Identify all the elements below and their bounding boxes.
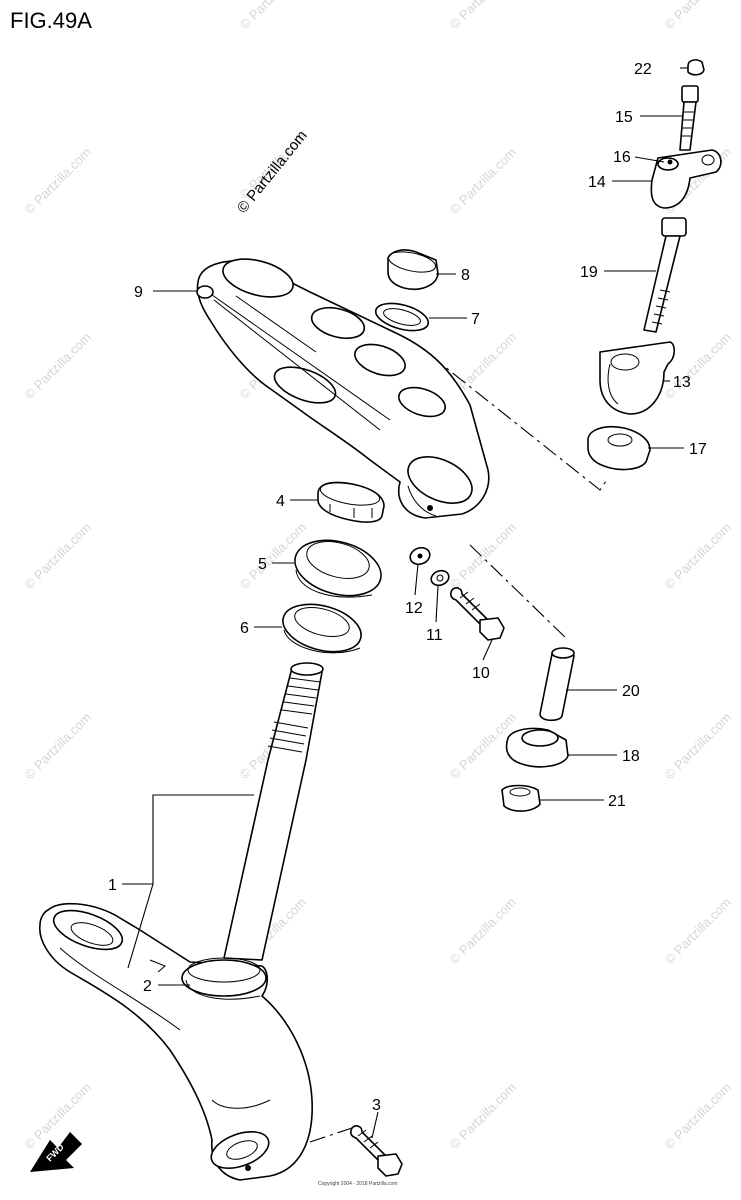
callout-3: 3: [372, 1097, 381, 1114]
spacer-part-20: [539, 647, 575, 722]
callout-16: 16: [613, 149, 631, 166]
callout-18: 18: [622, 748, 640, 765]
bolt-part-19: [643, 217, 687, 333]
callout-6: 6: [240, 620, 249, 637]
callout-7: 7: [471, 311, 480, 328]
handlebar-holder-part-14: [650, 149, 722, 209]
holder-part-13: [599, 341, 676, 415]
callout-1: 1: [108, 877, 117, 894]
watermark: © Partzilla.com: [237, 0, 310, 32]
watermark: © Partzilla.com: [662, 1080, 735, 1153]
callout-15: 15: [615, 109, 633, 126]
callout-20: 20: [622, 683, 640, 700]
watermark: © Partzilla.com: [447, 1080, 520, 1153]
watermark: © Partzilla.com: [22, 145, 95, 218]
bearing-part-6: [282, 603, 362, 654]
watermark: © Partzilla.com: [447, 0, 520, 32]
dust-seal-part-5: [294, 539, 382, 598]
bolt-part-3: [350, 1125, 403, 1177]
watermark: © Partzilla.com: [662, 710, 735, 783]
callout-11: 11: [426, 627, 443, 644]
steering-stem-part-1: [39, 662, 324, 1181]
watermark: © Partzilla.com: [662, 895, 735, 968]
watermark: © Partzilla.com: [662, 0, 735, 32]
callout-17: 17: [689, 441, 707, 458]
watermark: © Partzilla.com: [447, 520, 520, 593]
watermark: © Partzilla.com: [447, 145, 520, 218]
callout-9: 9: [134, 284, 143, 301]
nut-part-21: [501, 784, 541, 812]
watermark: © Partzilla.com: [22, 1080, 95, 1153]
callout-labels: 22 15 16 14 19 8 7 9 13 17 4 5 6 12 11 1…: [108, 61, 707, 1114]
watermark: © Partzilla.com: [22, 710, 95, 783]
bolt-part-10: [450, 587, 505, 641]
watermark: © Partzilla.com: [662, 520, 735, 593]
callout-2: 2: [143, 978, 152, 995]
callout-5: 5: [258, 556, 267, 573]
callout-8: 8: [461, 267, 470, 284]
callout-12: 12: [405, 600, 423, 617]
callout-22: 22: [634, 61, 652, 78]
watermark: © Partzilla.com: [22, 330, 95, 403]
copyright-text: © Partzilla.com: [234, 127, 311, 216]
figure-title: FIG.49A: [10, 8, 92, 33]
callout-10: 10: [472, 665, 490, 682]
washer-part-11: [430, 569, 450, 587]
cap-part-22: [687, 59, 705, 76]
cushion-part-18: [505, 727, 569, 768]
footer-small-text: Copyright 2004 - 2018 Partzilla.com: [318, 1181, 398, 1187]
callout-13: 13: [673, 374, 691, 391]
bolt-head-part-16: [667, 159, 673, 165]
stem-nut-part-4: [317, 481, 385, 523]
leader-lines: [122, 67, 688, 1143]
watermark: © Partzilla.com: [22, 520, 95, 593]
upper-bracket-part-9: [196, 258, 490, 519]
washer-part-12: [409, 546, 431, 566]
cushion-part-17: [587, 425, 651, 471]
watermark: © Partzilla.com: [447, 895, 520, 968]
forward-arrow-icon: FWD: [30, 1132, 82, 1172]
cap-nut-part-8: [387, 249, 439, 290]
washer-part-7: [374, 302, 430, 332]
bolt-part-15: [679, 85, 699, 151]
callout-19: 19: [580, 264, 598, 281]
watermark: © Partzilla.com: [662, 330, 735, 403]
callout-21: 21: [608, 793, 626, 810]
callout-4: 4: [276, 493, 285, 510]
callout-14: 14: [588, 174, 606, 191]
